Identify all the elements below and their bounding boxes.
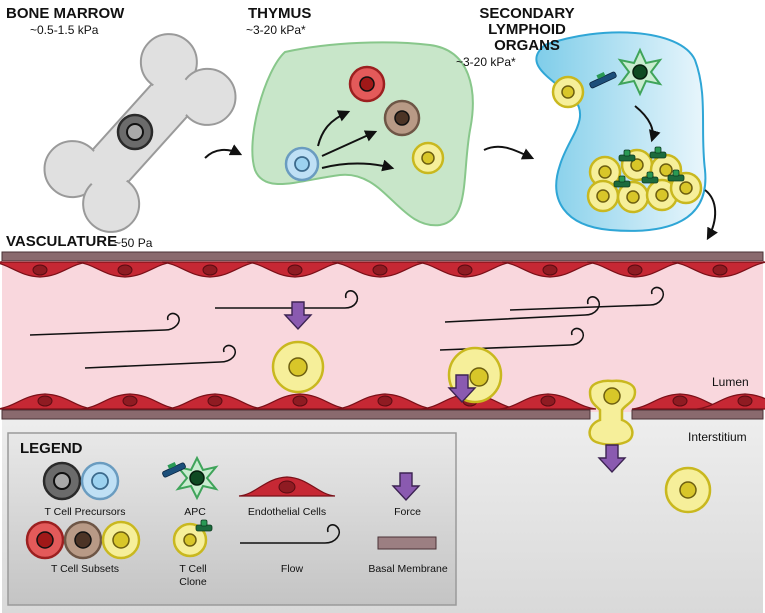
bone-marrow-title: BONE MARROW bbox=[6, 5, 125, 22]
lymphoid-organ-illustration bbox=[535, 31, 707, 232]
lumen-region bbox=[2, 261, 763, 412]
thymus-stiffness: ~3-20 kPa* bbox=[246, 23, 306, 37]
lumen-cells bbox=[271, 301, 503, 404]
progression-arrow-1 bbox=[204, 144, 243, 159]
vasculature-title: VASCULATURE bbox=[6, 233, 118, 250]
basal-membrane-bottom-right bbox=[631, 409, 764, 420]
legend-label-flow: Flow bbox=[280, 563, 304, 575]
legend-label-force: Force bbox=[394, 506, 421, 518]
progression-arrow-2 bbox=[483, 145, 535, 160]
legend-title: LEGEND bbox=[20, 440, 83, 457]
flow-lines bbox=[29, 286, 665, 369]
legend-label-clone-2: Clone bbox=[179, 576, 207, 588]
secondary-title-line2: LYMPHOID bbox=[488, 21, 566, 38]
progression-arrow-3 bbox=[704, 189, 718, 241]
bone-marrow-stiffness: ~0.5-1.5 kPa bbox=[30, 23, 99, 37]
secondary-title-line3: ORGANS bbox=[494, 37, 560, 54]
bone-marrow-illustration bbox=[43, 33, 237, 233]
legend-label-clone-1: T Cell bbox=[179, 563, 207, 575]
legend-label-precursors: T Cell Precursors bbox=[44, 506, 126, 518]
legend-label-basal: Basal Membrane bbox=[368, 563, 448, 575]
legend-box bbox=[7, 432, 457, 606]
basal-membrane-bottom-left bbox=[1, 409, 591, 420]
secondary-stiffness: ~3-20 kPa* bbox=[456, 55, 516, 69]
thymus-illustration bbox=[251, 41, 474, 227]
basal-membrane-top bbox=[1, 251, 764, 262]
legend-label-subsets: T Cell Subsets bbox=[50, 563, 120, 575]
legend-label-endothelial: Endothelial Cells bbox=[247, 506, 327, 518]
secondary-title-line1: SECONDARY bbox=[479, 5, 575, 22]
thymus-title: THYMUS bbox=[248, 5, 312, 22]
transmigrating-cell bbox=[588, 379, 712, 514]
precursor-cell-dark bbox=[116, 113, 154, 151]
interstitium-label: Interstitium bbox=[688, 430, 747, 444]
vasculature-stiffness: ~50 Pa bbox=[114, 236, 153, 250]
lumen-label: Lumen bbox=[712, 375, 749, 389]
legend-label-apc: APC bbox=[184, 506, 206, 518]
